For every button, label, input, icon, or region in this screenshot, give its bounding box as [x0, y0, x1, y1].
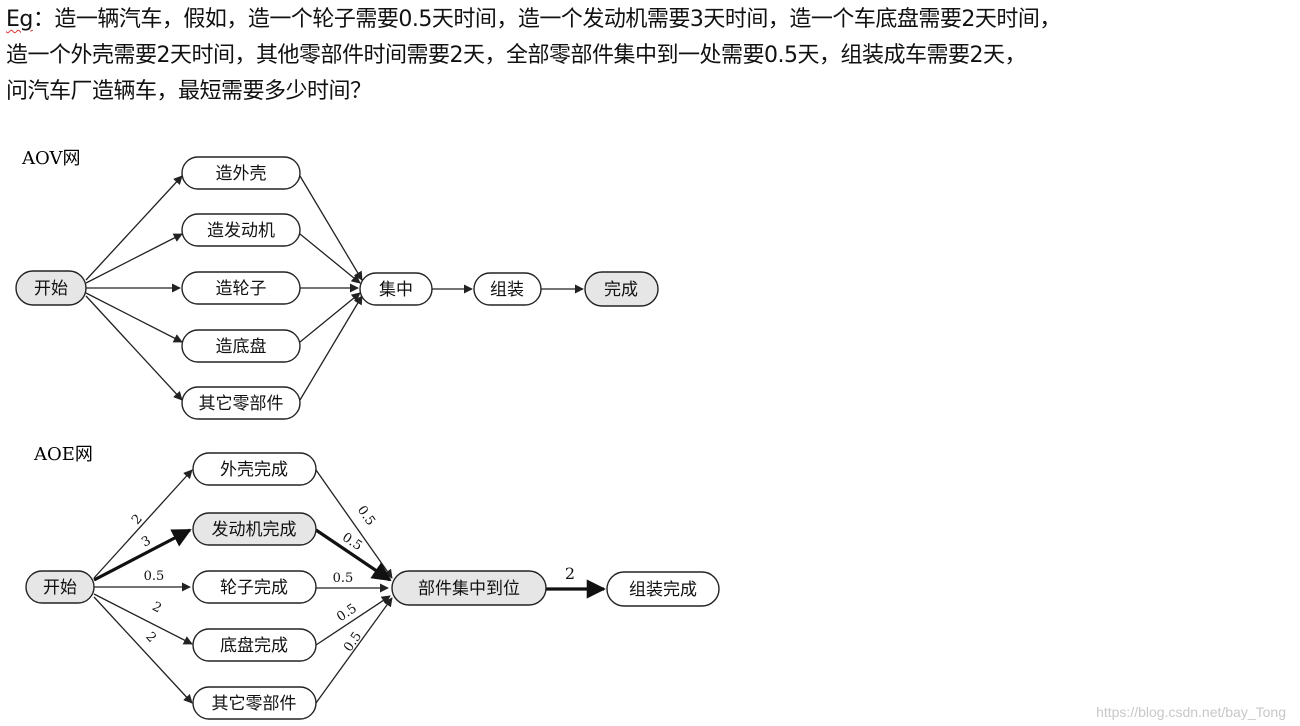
- aoe-node-chassis-label: 底盘完成: [220, 636, 288, 656]
- aoe-weight-start-other: 2: [142, 630, 159, 646]
- aoe-node-gather-label: 部件集中到位: [418, 579, 520, 599]
- aov-node-chassis: 造底盘: [181, 329, 301, 363]
- aoe-node-engine: 发动机完成: [192, 512, 317, 546]
- aoe-node-start-label: 开始: [43, 578, 77, 598]
- aov-node-gather: 集中: [359, 272, 433, 306]
- aoe-node-assemble-label: 组装完成: [629, 580, 697, 600]
- aoe-weight-start-engine: 3: [139, 533, 153, 550]
- aov-node-other-label: 其它零部件: [199, 394, 284, 414]
- aov-node-wheel-label: 造轮子: [216, 279, 267, 299]
- aoe-node-engine-label: 发动机完成: [212, 520, 297, 540]
- aov-node-gather-label: 集中: [379, 280, 413, 300]
- aoe-edge-start-chassis: [93, 593, 193, 645]
- aov-node-assemble: 组装: [473, 272, 542, 306]
- aoe-node-wheel-label: 轮子完成: [220, 578, 288, 598]
- aoe-node-other-label: 其它零部件: [212, 694, 297, 714]
- aoe-node-shell: 外壳完成: [192, 452, 317, 486]
- aoe-edge-start-shell: [93, 469, 193, 579]
- aov-node-start: 开始: [15, 270, 87, 306]
- aoe-weight-other-gather: 0.5: [341, 629, 365, 655]
- aoe-edge-start-engine-critical: [93, 528, 192, 582]
- aov-edge-chassis-gather: [299, 292, 361, 343]
- aov-node-done: 完成: [584, 271, 659, 307]
- aoe-edge-start-other: [93, 596, 193, 704]
- aov-edge-start-other: [85, 295, 183, 401]
- aov-edge-start-engine: [85, 233, 183, 284]
- aov-node-start-label: 开始: [34, 279, 68, 299]
- aoe-weight-chassis-gather: 0.5: [334, 601, 360, 625]
- question-line-2: 造一个外壳需要2天时间，其他零部件时间需要2天，全部零部件集中到一处需要0.5天…: [6, 43, 1026, 68]
- aov-edge-start-shell: [85, 175, 183, 281]
- aoe-node-start: 开始: [25, 570, 95, 604]
- aoe-weight-start-wheel: 0.5: [144, 569, 165, 584]
- aov-node-shell-label: 造外壳: [216, 164, 267, 184]
- aoe-node-assemble: 组装完成: [606, 571, 720, 607]
- aov-node-wheel: 造轮子: [181, 271, 301, 305]
- aoe-edges: [93, 469, 606, 704]
- aov-node-assemble-label: 组装: [490, 280, 524, 300]
- aoe-weight-start-shell: 2: [129, 512, 146, 528]
- aoe-edge-shell-gather: [315, 469, 393, 579]
- aoe-weight-wheel-gather: 0.5: [333, 571, 354, 586]
- aoe-weight-shell-gather: 0.5: [354, 503, 378, 529]
- aov-node-chassis-label: 造底盘: [216, 337, 267, 357]
- question-line-1-text: ：造一辆汽车，假如，造一个轮子需要0.5天时间，造一个发动机需要3天时间，造一个…: [32, 7, 1062, 32]
- aov-edge-shell-gather: [299, 175, 363, 281]
- aov-node-done-label: 完成: [604, 280, 638, 300]
- aoe-weight-start-chassis: 2: [149, 599, 163, 616]
- question-line-3: 问汽车厂造辆车，最短需要多少时间？: [6, 79, 372, 104]
- watermark: https://blog.csdn.net/bay_Tong: [1096, 704, 1286, 720]
- aov-node-other: 其它零部件: [181, 386, 301, 420]
- question-text: Eg：造一辆汽车，假如，造一个轮子需要0.5天时间，造一个发动机需要3天时间，造…: [6, 2, 1296, 110]
- aoe-node-other: 其它零部件: [192, 686, 317, 720]
- aoe-edge-chassis-gather: [315, 595, 391, 646]
- aoe-title: AOE网: [33, 444, 93, 465]
- aov-edge-other-gather: [299, 295, 363, 401]
- aoe-weight-gather-assemble: 2: [565, 564, 575, 583]
- example-prefix: Eg: [6, 7, 33, 32]
- aoe-edge-other-gather: [315, 597, 393, 704]
- aov-edges: [85, 175, 584, 401]
- aov-title: AOV网: [21, 148, 80, 169]
- aoe-edge-engine-gather-critical: [315, 528, 392, 582]
- aov-node-engine: 造发动机: [181, 213, 301, 247]
- aov-node-shell: 造外壳: [181, 156, 301, 190]
- aov-nodes: 开始 造外壳 造发动机 造轮子 造底盘 其它零部件 集中 组装: [15, 156, 659, 420]
- aoe-node-shell-label: 外壳完成: [220, 460, 288, 480]
- aoe-node-gather: 部件集中到位: [391, 570, 547, 606]
- question-line-1: Eg：造一辆汽车，假如，造一个轮子需要0.5天时间，造一个发动机需要3天时间，造…: [6, 2, 1296, 38]
- aoe-node-wheel: 轮子完成: [192, 570, 317, 604]
- aov-edge-engine-gather: [299, 233, 361, 284]
- aov-node-engine-label: 造发动机: [207, 221, 275, 241]
- aoe-nodes: 开始 外壳完成 发动机完成 轮子完成 底盘完成 其它零部件 部件集中到位 组装: [25, 452, 720, 720]
- aov-edge-start-chassis: [85, 292, 183, 343]
- aoe-node-chassis: 底盘完成: [192, 628, 317, 662]
